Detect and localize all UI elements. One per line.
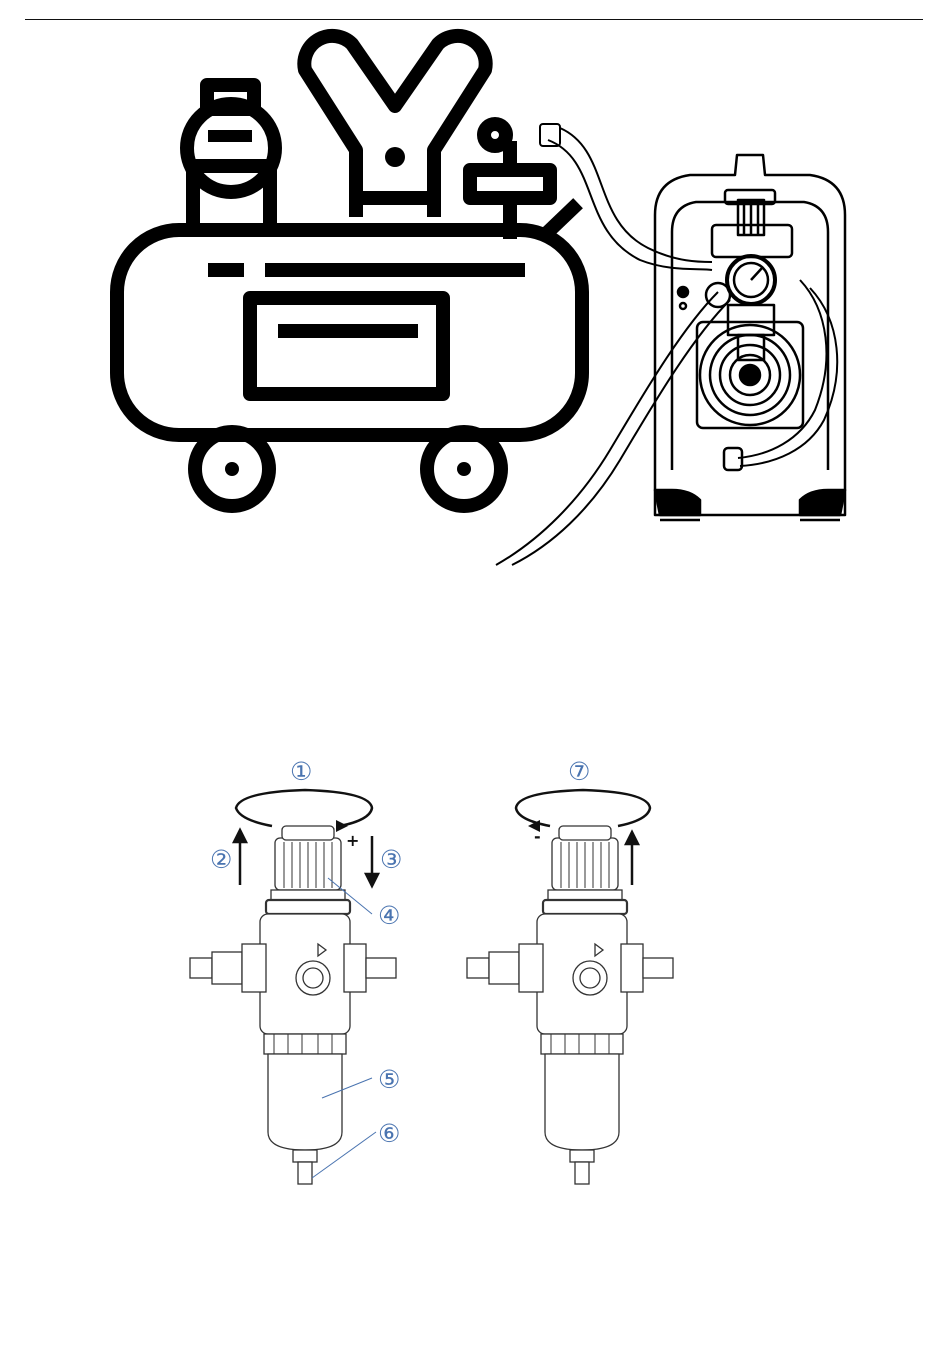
push-down-arrow-icon (366, 836, 378, 886)
callout-1: ① (290, 757, 312, 786)
filter-regulator-right (467, 826, 673, 1184)
minus-sign: - (534, 827, 541, 846)
push-up-arrow-icon (626, 832, 638, 885)
callout-6: ⑥ (378, 1119, 400, 1148)
filter-regulator-left (190, 826, 396, 1184)
callout-5: ⑤ (378, 1065, 400, 1094)
plus-sign: + (346, 831, 359, 850)
callout-4: ④ (378, 901, 400, 930)
callout-2: ② (210, 845, 232, 874)
pull-up-arrow-icon (234, 830, 246, 885)
callout-7: ⑦ (568, 757, 590, 786)
callout-3: ③ (380, 845, 402, 874)
